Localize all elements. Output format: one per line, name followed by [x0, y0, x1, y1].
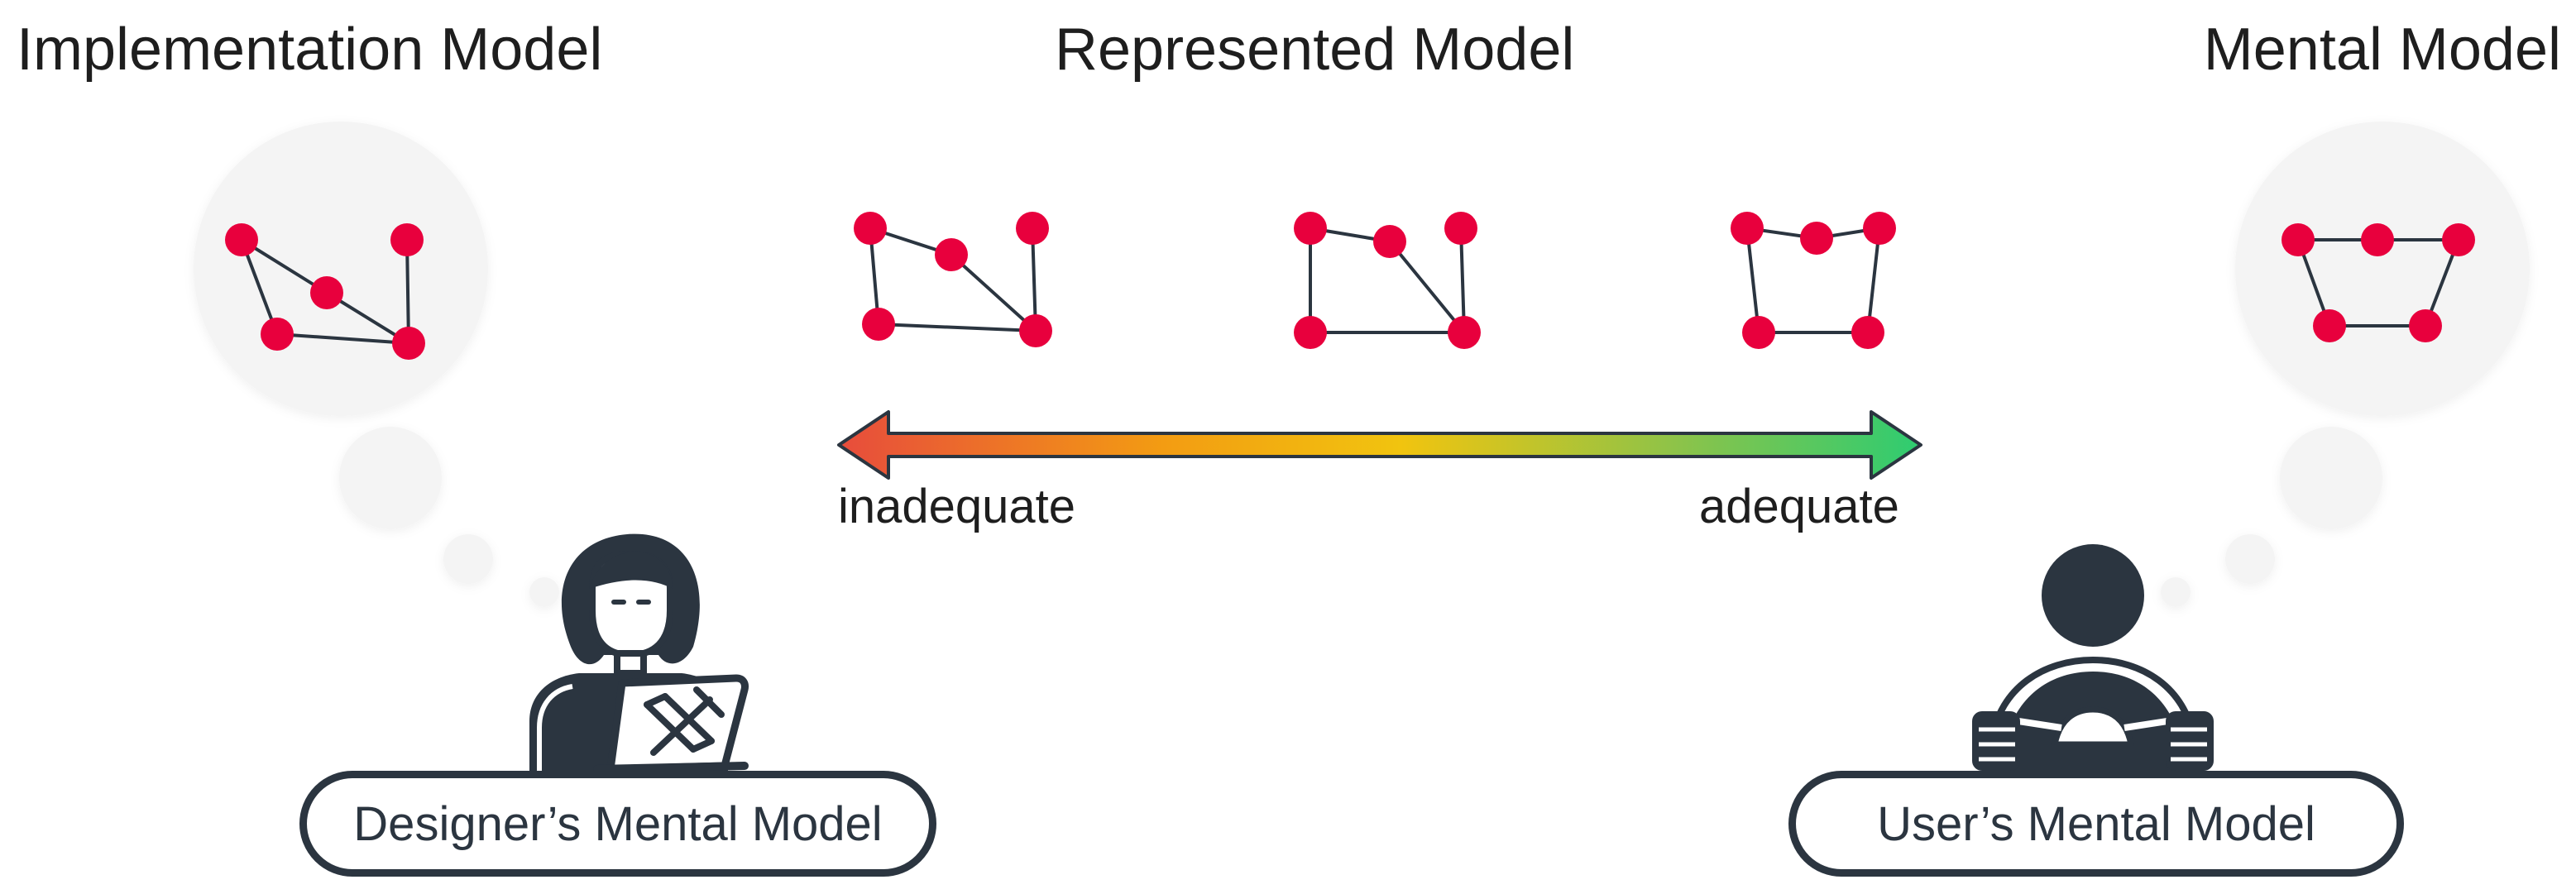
- represented-graph-adequate: [1731, 212, 1896, 349]
- adequacy-scale-arrow: [837, 410, 1922, 480]
- represented-graph-intermediate: [1294, 212, 1481, 349]
- implementation-model-nodes: [225, 223, 425, 360]
- user-mental-model-badge: User’s Mental Model: [1788, 771, 2404, 877]
- mental-model-heading: Mental Model: [2203, 17, 2561, 83]
- designer-mental-model-badge: Designer’s Mental Model: [299, 771, 936, 877]
- scale-label-adequate: adequate: [1699, 480, 1899, 533]
- implementation-model-heading: Implementation Model: [17, 17, 603, 83]
- mental-model-graph: [2282, 223, 2475, 342]
- driver-with-steering-wheel-icon: [1972, 544, 2214, 772]
- designer-with-laptop-icon: [529, 533, 749, 773]
- designer-thought-bubble: [194, 122, 559, 607]
- user-thought-bubble: [2161, 122, 2530, 607]
- scale-label-inadequate: inadequate: [838, 480, 1076, 533]
- represented-model-heading: Represented Model: [1055, 17, 1575, 83]
- represented-graph-inadequate: [854, 212, 1052, 347]
